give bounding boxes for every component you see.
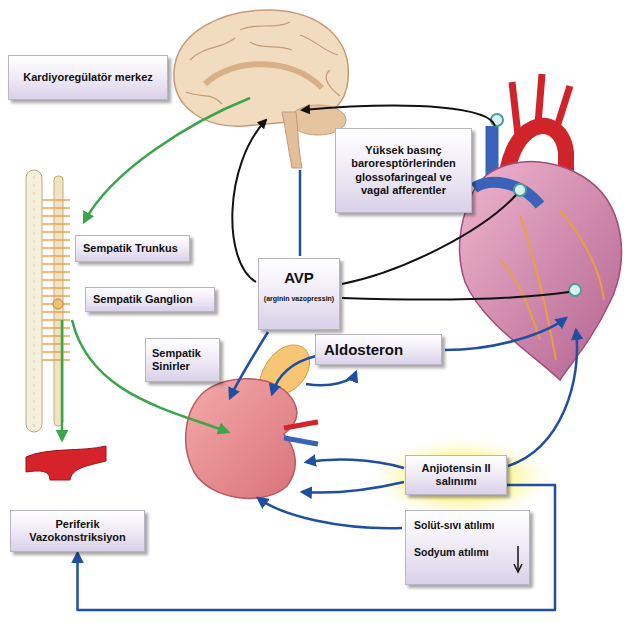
renal-artery <box>284 422 318 428</box>
renal-vein <box>284 438 318 444</box>
label-box: Anjiotensin II salınımı <box>405 455 507 495</box>
blood-vessel <box>26 446 106 480</box>
pulmonary-artery <box>474 182 540 205</box>
hormone-path <box>508 330 577 466</box>
glow <box>372 438 552 518</box>
gyri <box>186 22 340 104</box>
aortic-branches <box>512 74 570 135</box>
hormone-path <box>258 498 402 528</box>
ganglion <box>53 299 63 309</box>
label-box: Periferik Vazokonstriksiyon <box>10 510 145 552</box>
label-box: Yüksek basınç baroresptörlerinden glosso… <box>335 128 472 213</box>
hormone-path <box>306 460 404 468</box>
box-text: Sempatik Trunkus <box>83 242 182 255</box>
sympathetic-outflow <box>61 320 64 440</box>
box-text: Solüt-sıvı atılımı <box>414 519 505 532</box>
brainstem <box>282 112 302 168</box>
sympathetic-outflow <box>84 98 250 222</box>
hormone-path <box>445 318 566 350</box>
label-box: Aldosteron <box>315 334 442 365</box>
vertebrae <box>34 176 35 428</box>
hormone-path <box>302 482 404 493</box>
coronary-vessels <box>500 210 604 360</box>
label-box: Kardiyoregülatör merkez <box>8 55 168 100</box>
hormone-path <box>272 356 316 394</box>
label-box: Sempatik Ganglion <box>85 287 215 312</box>
box-text: Yüksek basınç baroresptörlerinden glosso… <box>342 144 465 197</box>
sympathetic-outflow <box>72 320 228 432</box>
kidney <box>186 379 297 499</box>
spinal-column <box>26 170 42 432</box>
box-text: Aldosteron <box>324 341 433 359</box>
box-text: Kardiyoregülatör merkez <box>15 71 161 84</box>
afferent-line <box>342 292 569 300</box>
box-text: Sempatik Ganglion <box>93 293 207 306</box>
baroreceptor <box>491 114 503 126</box>
label-box: AVP (arginin vazopressin) <box>258 258 340 330</box>
box-text: AVP <box>263 269 335 287</box>
connector-arrow <box>78 485 556 610</box>
box-text: Sempatik Sinirler <box>152 347 213 373</box>
label-box: Solüt-sıvı atılımıSodyum atılımı <box>405 510 530 585</box>
corpus-callosum <box>205 64 322 88</box>
afferent-line <box>302 106 495 126</box>
hormone-path <box>230 332 268 398</box>
box-text: (arginin vazopressin) <box>263 295 335 303</box>
spinal-nerves <box>42 200 70 360</box>
box-text: Sodyum atılımı <box>414 546 505 559</box>
down-arrow-symbol <box>514 564 522 572</box>
box-text: Periferik Vazokonstriksiyon <box>16 518 139 544</box>
baroreceptor <box>514 184 526 196</box>
label-box: Sempatik Trunkus <box>75 235 190 262</box>
box-text: Anjiotensin II salınımı <box>411 462 501 488</box>
down-arrow-symbol <box>517 546 519 570</box>
hormone-path <box>306 372 356 385</box>
label-box: Sempatik Sinirler <box>145 338 220 382</box>
hormone-path <box>299 170 302 256</box>
baroreceptor <box>569 284 581 296</box>
